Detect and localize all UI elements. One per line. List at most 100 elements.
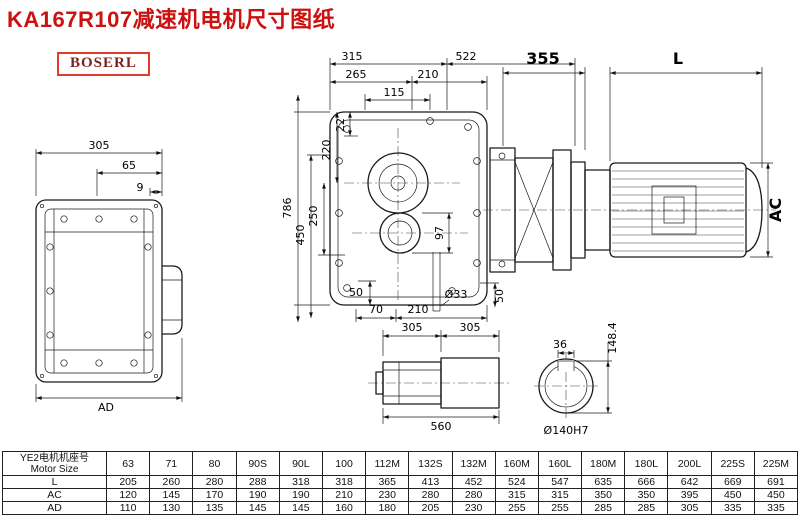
dimension-value-cell: 288 [235, 475, 280, 489]
dimension-row-label: AD [2, 501, 107, 515]
dim-label-front-50-left: 50 [349, 286, 363, 299]
dimension-value-cell: 180 [365, 501, 410, 515]
table-corner-header: YE2电机机座号 Motor Size [2, 451, 107, 476]
dim-label-motor-ac: AC [766, 198, 785, 222]
dim-label-front-210-bottom: 210 [408, 303, 429, 316]
dim-label-shaft-305-b: 305 [460, 321, 481, 334]
motor-size-column-header: 90L [278, 451, 323, 476]
dimension-value-cell: 315 [537, 488, 583, 502]
gearbox-side-view [35, 199, 183, 383]
dim-label-side-65: 65 [122, 159, 136, 172]
dimension-value-cell: 190 [235, 488, 280, 502]
dimension-row-label: L [2, 475, 107, 489]
dimension-value-cell: 280 [451, 488, 496, 502]
page-title: KA167R107减速机电机尺寸图纸 [7, 7, 336, 32]
motor-dimensions: 355 L AC [502, 49, 785, 258]
dimension-value-cell: 170 [192, 488, 237, 502]
dim-label-front-315: 315 [342, 50, 363, 63]
table-corner-header-en: Motor Size [30, 463, 79, 475]
dimension-value-cell: 130 [149, 501, 194, 515]
dimension-value-cell: 318 [278, 475, 323, 489]
dimension-value-cell: 335 [753, 501, 799, 515]
shaft-end-view [534, 354, 600, 420]
motor-size-column-header: 112M [365, 451, 410, 476]
dimension-value-cell: 669 [710, 475, 755, 489]
dim-label-front-210: 210 [418, 68, 439, 81]
dim-label-shaft-560: 560 [431, 420, 452, 433]
dimension-value-cell: 145 [235, 501, 280, 515]
motor-size-column-header: 90S [235, 451, 280, 476]
dimension-value-cell: 305 [667, 501, 712, 515]
dimension-value-cell: 450 [753, 488, 799, 502]
dimension-value-cell: 160 [321, 501, 367, 515]
dim-label-front-d33: Ø33 [445, 288, 468, 301]
dimension-value-cell: 315 [494, 488, 539, 502]
dim-label-shaft-305-a: 305 [402, 321, 423, 334]
dimension-value-cell: 635 [581, 475, 626, 489]
motor-size-column-header: 180L [624, 451, 669, 476]
motor-size-column-header: 100 [321, 451, 367, 476]
dimension-value-cell: 691 [753, 475, 799, 489]
dim-label-front-70: 70 [369, 303, 383, 316]
shaft-end-dimensions: 36 148.4 Ø140H7 [544, 322, 619, 437]
dim-label-front-50-right: 50 [493, 289, 506, 303]
dim-label-front-250: 250 [307, 206, 320, 227]
motor-size-column-header: 200L [667, 451, 712, 476]
dimension-value-cell: 205 [105, 475, 151, 489]
motor-size-column-header: 225S [710, 451, 755, 476]
motor-size-column-header: 132M [451, 451, 496, 476]
motor-size-column-header: 71 [149, 451, 194, 476]
dimension-value-cell: 413 [408, 475, 453, 489]
dimension-value-cell: 255 [494, 501, 539, 515]
dimension-value-cell: 350 [581, 488, 626, 502]
dim-label-motor-l: L [673, 49, 683, 68]
technical-drawing: 305 65 9 AD [35, 49, 785, 437]
dimension-value-cell: 135 [192, 501, 237, 515]
dimension-value-cell: 452 [451, 475, 496, 489]
motor-size-column-header: 160L [537, 451, 583, 476]
motor-size-column-header: 132S [408, 451, 453, 476]
dimension-value-cell: 145 [278, 501, 323, 515]
dim-label-end-36: 36 [553, 338, 567, 351]
dim-label-motor-355: 355 [526, 49, 559, 68]
dim-label-side-9: 9 [137, 181, 144, 194]
dimension-value-cell: 318 [321, 475, 367, 489]
dimension-value-cell: 230 [451, 501, 496, 515]
dimension-value-cell: 260 [149, 475, 194, 489]
dimension-value-cell: 365 [365, 475, 410, 489]
motor-size-column-header: 80 [192, 451, 237, 476]
dimension-value-cell: 395 [667, 488, 712, 502]
dimension-value-cell: 120 [105, 488, 151, 502]
dim-label-end-d140: Ø140H7 [544, 424, 589, 437]
output-shaft-view [368, 357, 512, 409]
motor-size-column-header: 180M [581, 451, 626, 476]
brand-logo-text: BOSERL [70, 55, 137, 71]
dim-label-front-265: 265 [346, 68, 367, 81]
dimension-value-cell: 230 [365, 488, 410, 502]
dimension-value-cell: 335 [710, 501, 755, 515]
dim-label-front-220: 220 [320, 140, 333, 161]
motor-size-column-header: 63 [105, 451, 151, 476]
dimension-value-cell: 524 [494, 475, 539, 489]
dimension-value-cell: 350 [624, 488, 669, 502]
dim-label-side-305: 305 [89, 139, 110, 152]
dimension-value-cell: 205 [408, 501, 453, 515]
dim-label-front-22: 22 [334, 118, 347, 132]
dim-label-side-ad: AD [98, 401, 114, 414]
dimension-value-cell: 110 [105, 501, 151, 515]
dimension-value-cell: 190 [278, 488, 323, 502]
motor-size-column-header: 160M [494, 451, 539, 476]
dim-label-front-522: 522 [456, 50, 477, 63]
dimension-value-cell: 642 [667, 475, 712, 489]
motor-size-column-header: 225M [753, 451, 799, 476]
dimension-row-label: AC [2, 488, 107, 502]
dimension-value-cell: 210 [321, 488, 367, 502]
gearbox-front-view [329, 111, 488, 312]
motor-view [483, 147, 776, 273]
dimension-value-cell: 145 [149, 488, 194, 502]
